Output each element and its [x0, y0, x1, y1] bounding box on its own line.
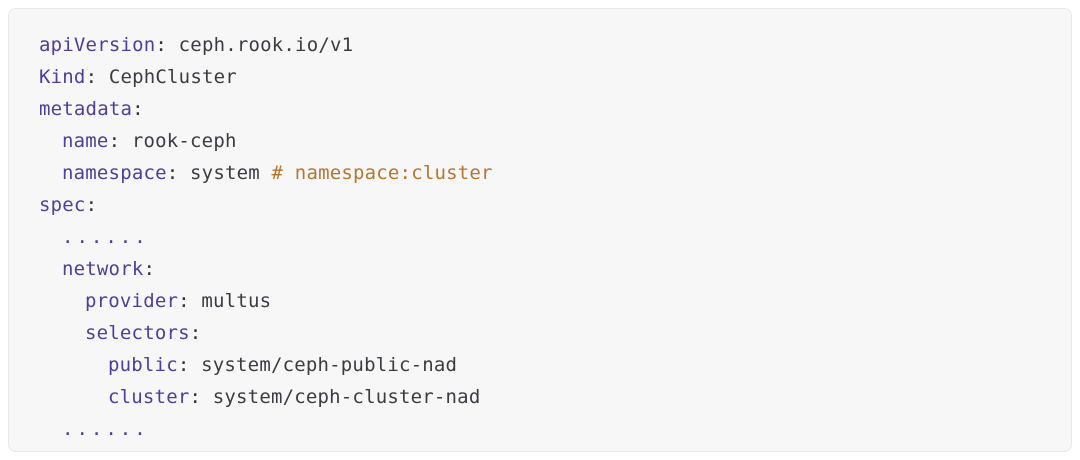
yaml-comment: # namespace:cluster	[271, 162, 493, 184]
code-line: namespace: system # namespace:cluster	[9, 157, 1071, 189]
yaml-punctuation: :	[178, 290, 202, 312]
yaml-key: Kind	[39, 66, 86, 88]
yaml-punctuation: :	[189, 322, 202, 344]
yaml-key: namespace	[62, 162, 167, 184]
code-line: network:	[9, 253, 1071, 285]
yaml-punctuation: :	[177, 354, 202, 376]
yaml-punctuation: :	[85, 66, 109, 88]
code-line: public: system/ceph-public-nad	[9, 349, 1071, 381]
code-line: cluster: system/ceph-cluster-nad	[9, 381, 1071, 413]
yaml-punctuation: :	[85, 194, 98, 216]
yaml-key: network	[62, 258, 144, 280]
yaml-key: name	[62, 130, 109, 152]
yaml-key: metadata	[39, 98, 133, 120]
code-line: ......	[9, 413, 1071, 445]
code-line: spec:	[9, 189, 1071, 221]
yaml-key: selectors	[85, 322, 190, 344]
yaml-key: provider	[85, 290, 179, 312]
yaml-punctuation: :	[189, 386, 213, 408]
yaml-value: system/ceph-cluster-nad	[212, 386, 481, 408]
yaml-key: spec	[39, 194, 86, 216]
yaml-value: CephCluster	[108, 66, 237, 88]
yaml-punctuation: :	[143, 258, 156, 280]
yaml-key: apiVersion	[39, 34, 156, 56]
yaml-punctuation: :	[166, 162, 191, 184]
yaml-value: rook-ceph	[131, 130, 237, 152]
code-line: apiVersion: ceph.rook.io/v1	[9, 29, 1071, 61]
yaml-punctuation: :	[108, 130, 132, 152]
yaml-punctuation: :	[132, 98, 144, 120]
yaml-value: system/ceph-public-nad	[201, 354, 458, 376]
code-line: ......	[9, 221, 1071, 253]
code-line: provider: multus	[9, 285, 1071, 317]
yaml-key: cluster	[108, 386, 190, 408]
yaml-punctuation: :	[155, 34, 179, 56]
code-ellipsis: ......	[62, 418, 149, 440]
code-line: Kind: CephCluster	[9, 61, 1071, 93]
code-line: metadata:	[9, 93, 1071, 125]
code-line: name: rook-ceph	[9, 125, 1071, 157]
code-ellipsis: ......	[62, 226, 149, 248]
code-line: selectors:	[9, 317, 1071, 349]
yaml-value: system	[190, 162, 272, 184]
yaml-key: public	[108, 354, 178, 376]
yaml-value: ceph.rook.io/v1	[178, 34, 354, 56]
yaml-value: multus	[201, 290, 272, 312]
